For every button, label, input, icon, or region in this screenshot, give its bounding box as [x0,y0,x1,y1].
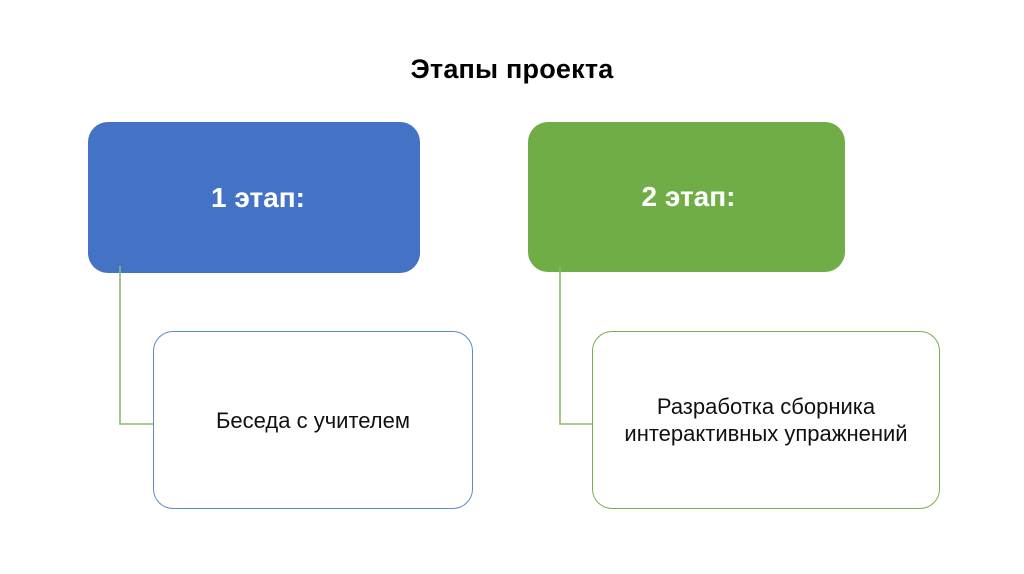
stage-2-header-label: 2 этап: [641,181,736,212]
stage-2-detail-text: Разработка сборника интерактивных упражн… [624,394,908,446]
page-title: Этапы проекта [410,54,614,84]
stage-1-detail-box[interactable]: Беседа с учителем [153,331,473,509]
stage-1-detail-text: Беседа с учителем [215,407,410,433]
stage-2-header-box[interactable]: 2 этап: [528,122,845,272]
stage-1-header-label: 1 этап: [211,181,305,213]
stage-1-header-box[interactable]: 1 этап: [88,122,420,273]
stage-2-detail-box[interactable]: Разработка сборника интерактивных упражн… [592,331,940,509]
